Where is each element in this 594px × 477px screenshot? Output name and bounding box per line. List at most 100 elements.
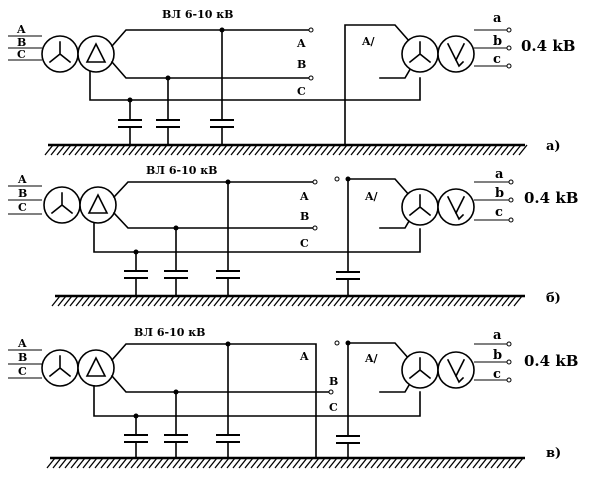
ground-hatch-stroke xyxy=(386,144,396,156)
ground-hatch-stroke xyxy=(376,457,386,469)
ground-hatch-stroke xyxy=(280,457,290,469)
line-phase-c xyxy=(89,71,421,101)
ground-hatch-stroke xyxy=(423,295,433,307)
ground-hatch-stroke xyxy=(219,295,229,307)
ground-hatch-stroke xyxy=(166,457,176,469)
ground-hatch-stroke xyxy=(284,144,294,156)
ground-hatch-stroke xyxy=(176,144,186,156)
ground-hatch-stroke xyxy=(514,457,524,469)
ground-hatch-stroke xyxy=(322,457,332,469)
ground-hatch-stroke xyxy=(380,144,390,156)
ground-hatch-stroke xyxy=(134,144,144,156)
line-label-a: A xyxy=(299,190,309,203)
ground-hatch-stroke xyxy=(477,295,487,307)
ground-hatch-stroke xyxy=(334,457,344,469)
terminal xyxy=(506,341,512,347)
ground-hatch-stroke xyxy=(448,457,458,469)
ground-hatch-stroke xyxy=(256,457,266,469)
ground-hatch-stroke xyxy=(220,457,230,469)
ground-hatch-stroke xyxy=(470,144,480,156)
ground-hatch-stroke xyxy=(381,295,391,307)
ground-hatch-stroke xyxy=(273,295,283,307)
delta-symbol-icon xyxy=(85,356,107,377)
ground-hatch-stroke xyxy=(250,457,260,469)
panel-label: а) xyxy=(546,139,561,154)
ground-hatch-stroke xyxy=(260,144,270,156)
ground-hatch-stroke xyxy=(406,457,416,469)
ground-hatch-stroke xyxy=(69,295,79,307)
ground-hatch-stroke xyxy=(231,295,241,307)
ground-hatch-stroke xyxy=(362,144,372,156)
ground-hatch-stroke xyxy=(82,457,92,469)
ground-hatch-stroke xyxy=(146,144,156,156)
ground-hatch-stroke xyxy=(136,457,146,469)
ground-hatch-stroke xyxy=(230,144,240,156)
ground-hatch-stroke xyxy=(52,457,62,469)
ground-hatch-stroke xyxy=(111,295,121,307)
ground-hatch-stroke xyxy=(496,457,506,469)
ground-hatch-stroke xyxy=(458,144,468,156)
ground-hatch-stroke xyxy=(309,295,319,307)
ground-hatch-stroke xyxy=(118,457,128,469)
ground-hatch-stroke xyxy=(483,295,493,307)
line-title: ВЛ 6-10 кВ xyxy=(162,8,233,21)
ground-hatch-stroke xyxy=(100,457,110,469)
ground-hatch-stroke xyxy=(130,457,140,469)
line-title: ВЛ 6-10 кВ xyxy=(134,326,205,339)
ground-hatch-stroke xyxy=(242,144,252,156)
ground-hatch-stroke xyxy=(303,295,313,307)
fault-phase-wire xyxy=(344,24,412,146)
ground-hatch-stroke xyxy=(50,144,60,156)
ground-hatch-stroke xyxy=(374,144,384,156)
ground-hatch-stroke xyxy=(238,457,248,469)
ground-hatch-stroke xyxy=(394,457,404,469)
ground-hatch-stroke xyxy=(128,144,138,156)
ground-hatch-stroke xyxy=(70,457,80,469)
terminal xyxy=(308,27,314,33)
ground-hatch-stroke xyxy=(206,144,216,156)
left-transformer-delta-winding xyxy=(77,35,115,73)
right-transformer-star-winding xyxy=(437,351,475,389)
ground-hatch-stroke xyxy=(172,457,182,469)
ground-hatch-stroke xyxy=(177,295,187,307)
ground-hatch-stroke xyxy=(327,295,337,307)
ground-hatch-stroke xyxy=(316,457,326,469)
lv-label-b: b xyxy=(495,186,504,201)
ground-hatch-stroke xyxy=(224,144,234,156)
ground-hatch-stroke xyxy=(308,144,318,156)
ground-hatch-stroke xyxy=(297,295,307,307)
ground-hatch-stroke xyxy=(63,295,73,307)
ground-hatch-stroke xyxy=(279,295,289,307)
ground-hatch-stroke xyxy=(452,144,462,156)
line-phase-a xyxy=(112,181,315,199)
ground-hatch-stroke xyxy=(436,457,446,469)
ground-hatch-stroke xyxy=(471,295,481,307)
ground-hatch-stroke xyxy=(332,144,342,156)
ground-hatch-stroke xyxy=(266,144,276,156)
ground-hatch-stroke xyxy=(506,144,516,156)
ground-hatch-stroke xyxy=(328,457,338,469)
ground-hatch-stroke xyxy=(68,144,78,156)
ground-hatch-stroke xyxy=(110,144,120,156)
ground-hatch-stroke xyxy=(488,144,498,156)
ground-hatch-stroke xyxy=(460,457,470,469)
ground-hatch-stroke xyxy=(92,144,102,156)
ground-hatch-stroke xyxy=(296,144,306,156)
ground-hatch-stroke xyxy=(88,457,98,469)
right-transformer-star-winding xyxy=(437,35,475,73)
ground-hatch-stroke xyxy=(218,144,228,156)
ground-hatch-stroke xyxy=(106,457,116,469)
terminal xyxy=(334,340,340,346)
fault-label: A/ xyxy=(361,35,376,48)
line-label-a: A xyxy=(299,350,309,363)
ground-hatch-stroke xyxy=(94,457,104,469)
ground-hatch-stroke xyxy=(405,295,415,307)
ground-hatch-stroke xyxy=(356,144,366,156)
ground-hatch-stroke xyxy=(302,144,312,156)
ground-hatch-stroke xyxy=(340,457,350,469)
ground-hatch-stroke xyxy=(117,295,127,307)
ground-hatch-stroke xyxy=(148,457,158,469)
ground-hatch-stroke xyxy=(350,144,360,156)
ground-hatch-stroke xyxy=(393,295,403,307)
ground-hatch-stroke xyxy=(44,144,54,156)
